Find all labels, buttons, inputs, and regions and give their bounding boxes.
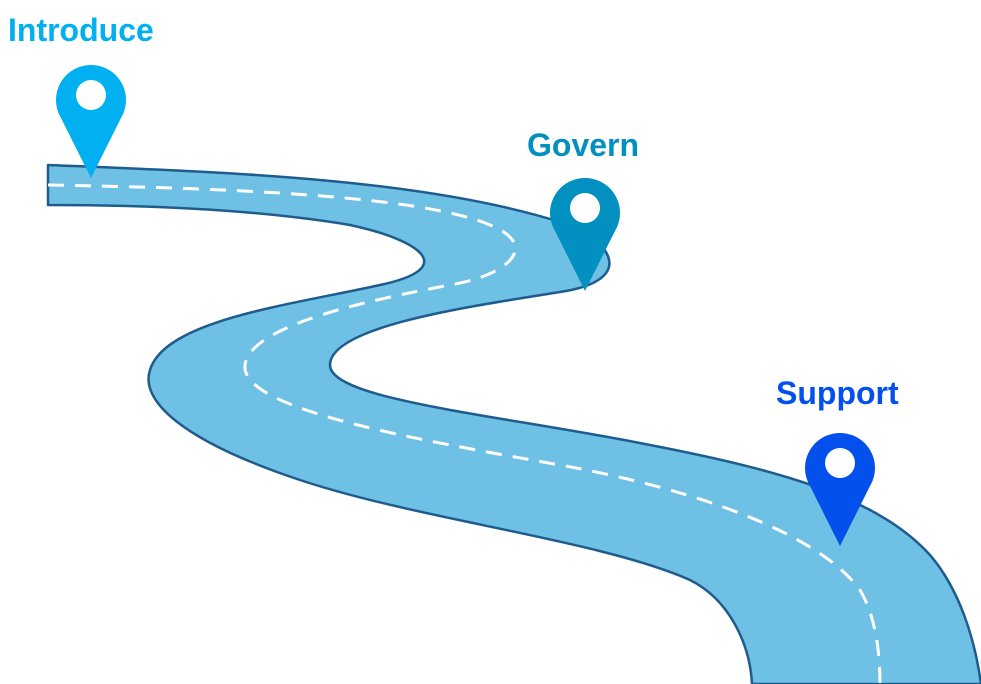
pin-hole-icon bbox=[76, 80, 106, 110]
map-pin-icon-introduce bbox=[55, 64, 126, 178]
road-lane-marking bbox=[47, 183, 882, 684]
pin-hole-icon bbox=[825, 448, 855, 478]
map-pin-icon-support bbox=[805, 432, 875, 546]
milestone-label-introduce: Introduce bbox=[8, 12, 154, 48]
pin-hole-icon bbox=[570, 193, 600, 223]
milestone-label-support: Support bbox=[776, 375, 899, 411]
milestone-label-govern: Govern bbox=[527, 127, 640, 163]
map-pin-icon-govern bbox=[550, 177, 620, 291]
winding-road bbox=[46, 163, 981, 684]
